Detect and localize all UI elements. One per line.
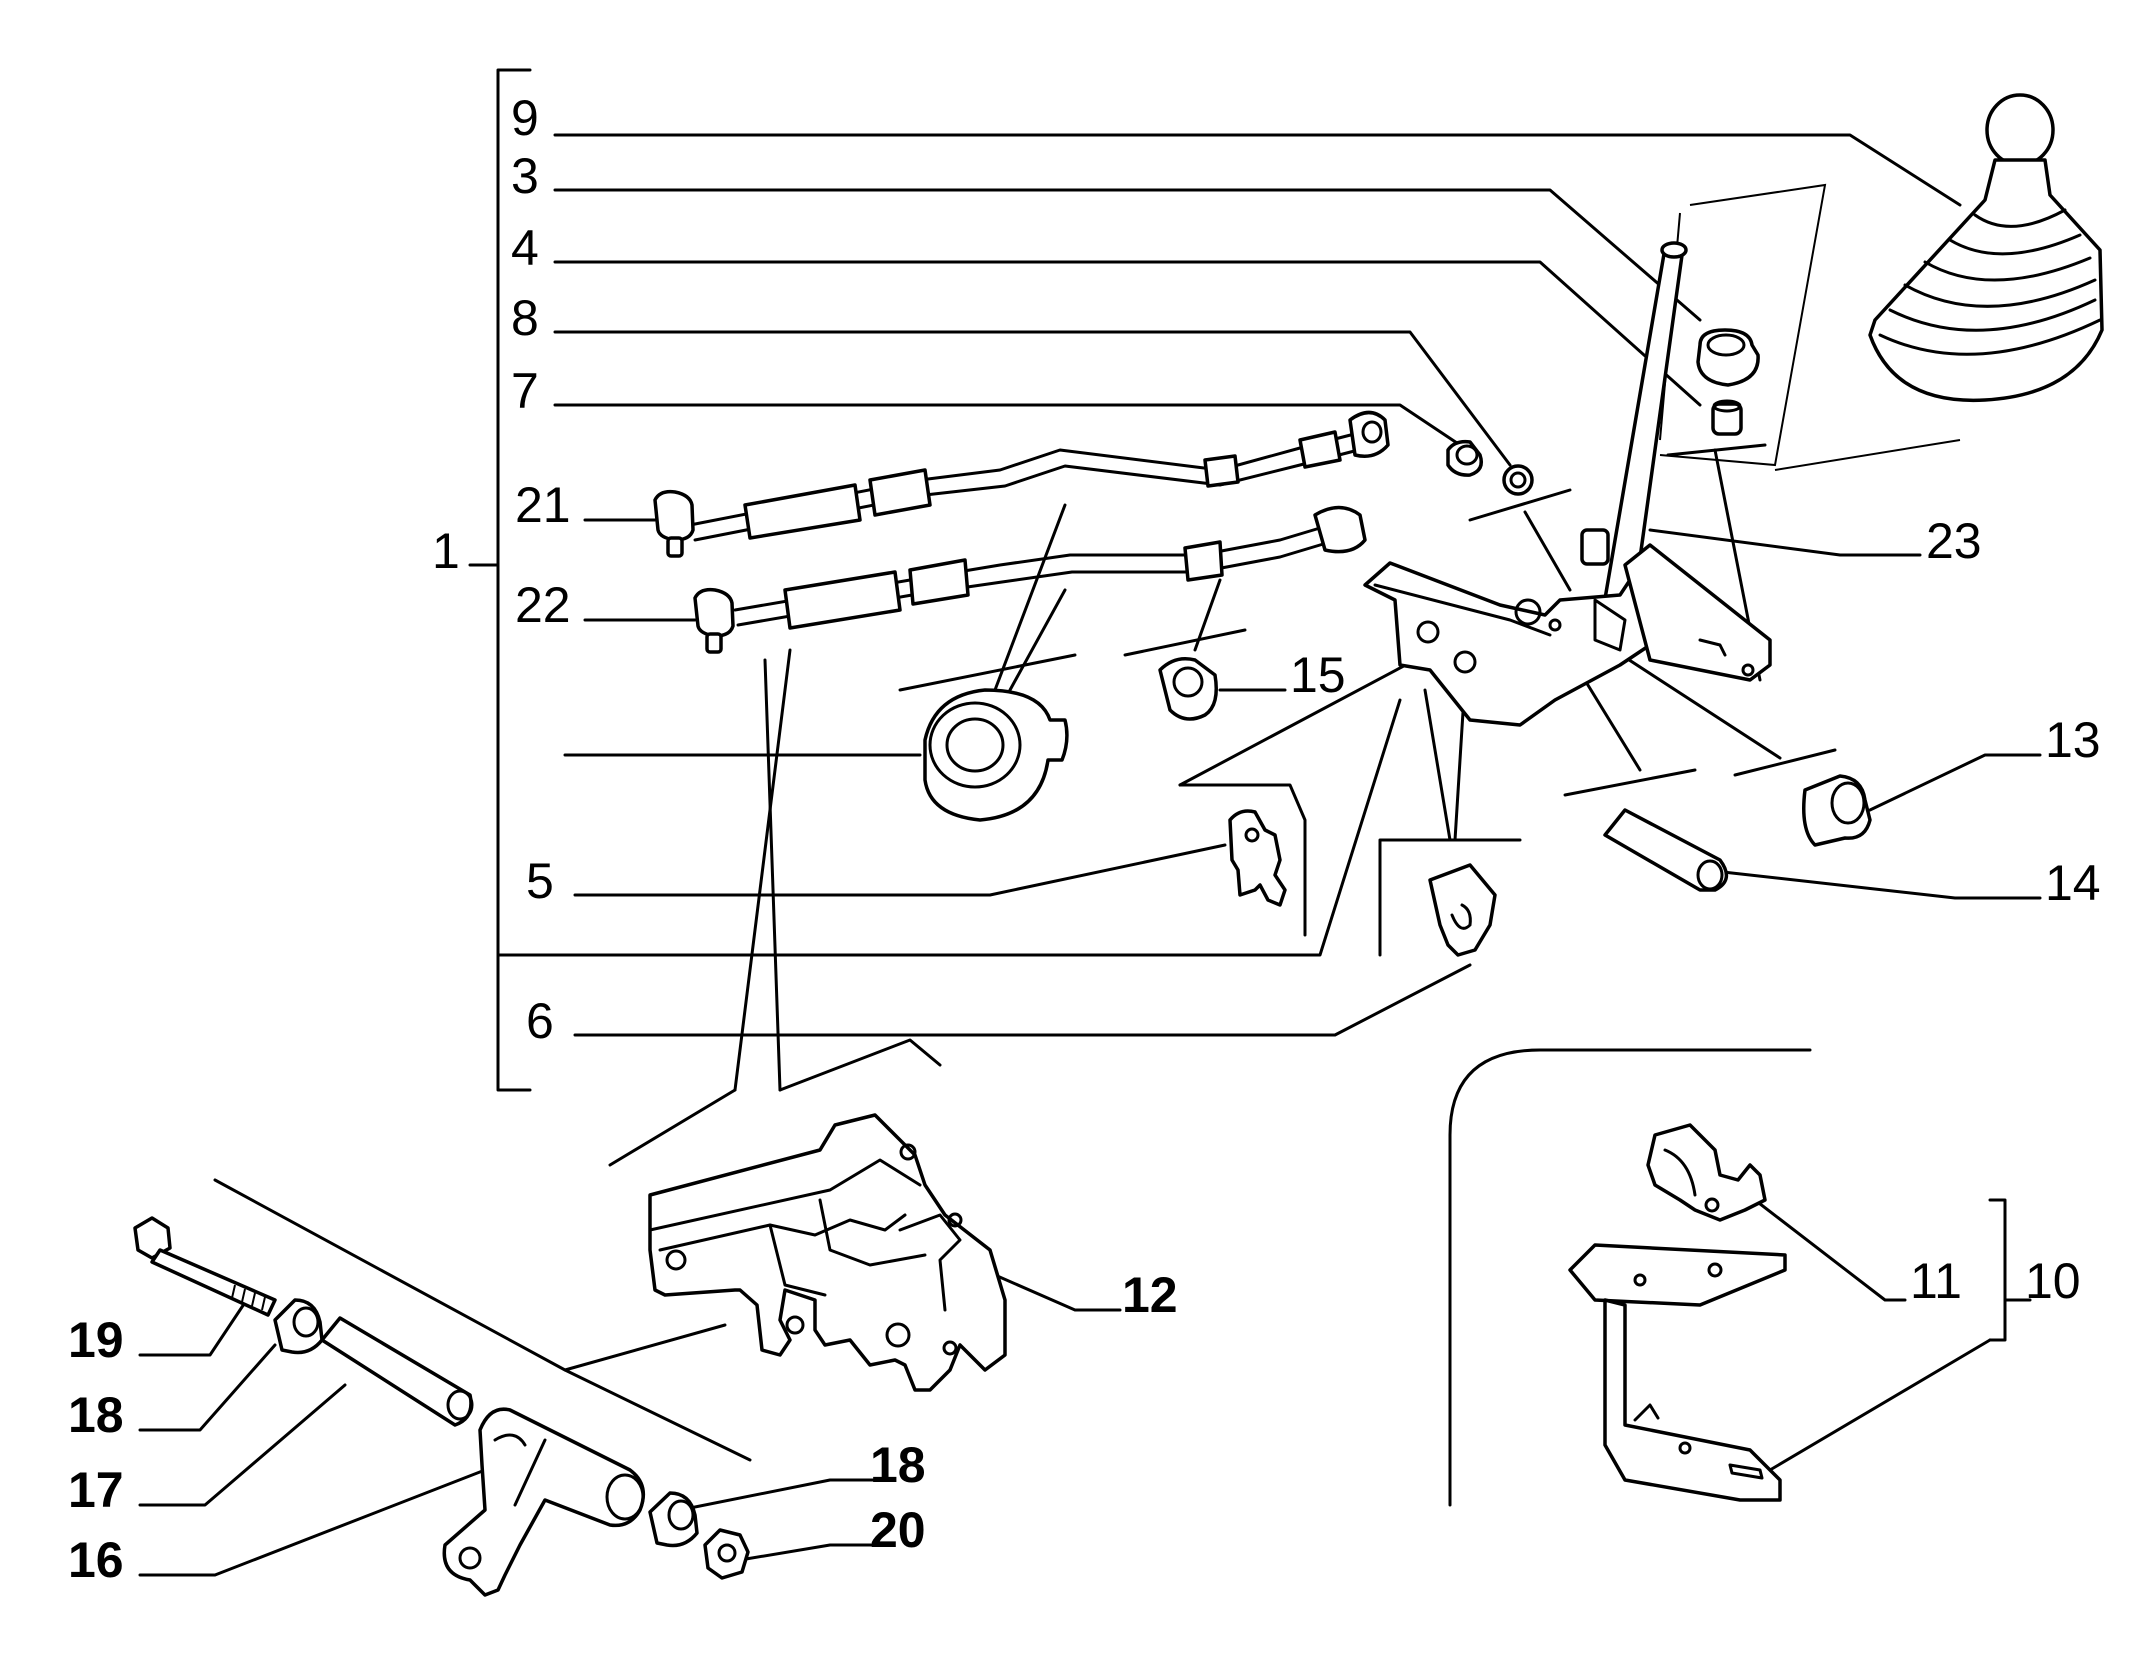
label-8: 8	[511, 290, 539, 346]
part-labels: 9 3 4 8 7 21 1 22 23 15 13 5 14 6 11 10 …	[68, 90, 2101, 1588]
label-20: 20	[870, 1502, 926, 1558]
spacer-18-left	[273, 1298, 324, 1355]
label-7: 7	[511, 363, 539, 419]
spacer-18-right	[648, 1491, 699, 1548]
leader-lines	[138, 133, 2042, 1577]
cable-boot	[923, 688, 1069, 822]
shift-cable-end-21	[653, 489, 695, 558]
label-18-right: 18	[870, 1437, 926, 1493]
small-nut	[1446, 439, 1483, 477]
label-3: 3	[511, 148, 539, 204]
label-6: 6	[526, 993, 554, 1049]
label-19: 19	[68, 1312, 124, 1368]
label-17: 17	[68, 1462, 124, 1518]
label-23: 23	[1926, 513, 1982, 569]
shift-cable-upper	[688, 410, 1390, 542]
support-bracket	[1568, 1243, 1787, 1502]
label-18-left: 18	[68, 1387, 124, 1443]
lever-arm-16	[442, 1407, 646, 1597]
callout-brackets	[213, 183, 1961, 1507]
label-14: 14	[2045, 855, 2101, 911]
bushing-13	[1802, 774, 1872, 847]
label-16: 16	[68, 1532, 124, 1588]
grommet	[1696, 328, 1760, 387]
label-10: 10	[2025, 1253, 2081, 1309]
cable-bushing	[1158, 657, 1218, 721]
shift-cable-end-22	[693, 587, 735, 654]
label-22: 22	[515, 577, 571, 633]
label-1: 1	[432, 523, 460, 579]
label-12: 12	[1122, 1267, 1178, 1323]
label-4: 4	[511, 220, 539, 276]
nut-20	[703, 1528, 750, 1580]
label-21: 21	[515, 477, 571, 533]
pin-14	[1603, 808, 1729, 892]
label-13: 13	[2045, 712, 2101, 768]
mounting-frame	[648, 1113, 1007, 1392]
shift-base-plate	[1363, 543, 1772, 727]
label-5: 5	[526, 853, 554, 909]
retainer-plate	[1428, 863, 1497, 957]
group-bracket-1	[468, 68, 532, 1092]
bushing	[1711, 399, 1743, 436]
label-11: 11	[1910, 1253, 1962, 1309]
label-15: 15	[1290, 647, 1346, 703]
cable-clip	[1228, 809, 1287, 907]
bolt-19	[133, 1216, 277, 1317]
washer	[1502, 464, 1534, 496]
label-9: 9	[511, 90, 539, 146]
shift-cable-lower	[733, 505, 1367, 630]
bracket-clip	[1646, 1123, 1767, 1222]
gear-boot	[1868, 93, 2104, 403]
tube-17	[320, 1316, 474, 1427]
